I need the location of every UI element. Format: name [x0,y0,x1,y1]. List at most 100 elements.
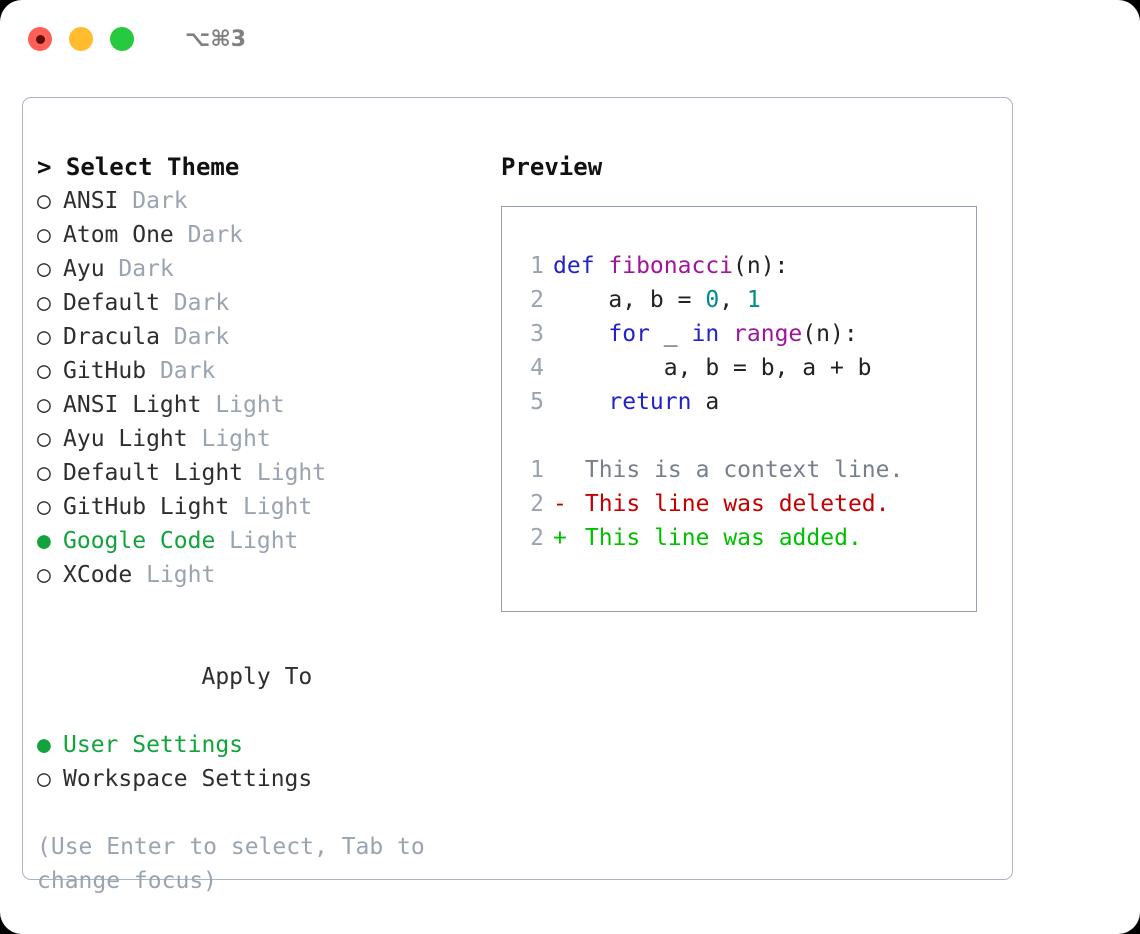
theme-item-github-light[interactable]: ○GitHub Light Light [37,490,507,524]
theme-item-kind: Light [215,392,285,418]
code-token-kw: return [553,389,692,415]
line-number: 3 [530,321,544,347]
radio-unselected-icon: ○ [37,426,51,452]
apply-to-header-label: Apply To [201,664,313,690]
theme-item-ayu[interactable]: ○Ayu Dark [37,252,507,286]
main-panel: > Select Theme ○ANSI Dark○Atom One Dark○… [22,97,1013,894]
theme-item-kind: Dark [159,358,216,384]
line-number: 1 [530,457,544,483]
apply-to-item-label: User Settings [63,732,244,758]
diff-gap [518,419,976,453]
diff-sample: 1 This is a context line.2- This line wa… [518,453,976,555]
theme-item-kind: Dark [173,324,230,350]
theme-item-kind: Light [243,494,313,520]
line-number: 5 [530,389,544,415]
radio-unselected-icon: ○ [37,766,51,792]
line-number: 2 [530,491,544,517]
panel-columns: > Select Theme ○ANSI Dark○Atom One Dark○… [23,98,1012,894]
theme-item-kind: Dark [132,188,188,214]
code-line: 5 return a [518,385,976,419]
theme-item-label: GitHub [63,358,160,384]
diff-sign: - [553,491,567,517]
minimize-button[interactable] [69,27,93,51]
apply-to-item-user-settings[interactable]: ● User Settings [37,728,507,762]
theme-item-label: Ayu Light [63,426,202,452]
code-token-pl [719,321,733,347]
radio-selected-icon: ● [37,528,51,554]
theme-item-label: Google Code [63,528,230,554]
theme-item-default[interactable]: ○Default Dark [37,286,507,320]
theme-item-xcode[interactable]: ○XCode Light [37,558,507,592]
theme-item-kind: Light [146,562,216,588]
diff-line: 2 + This line was added. [518,521,976,555]
radio-selected-icon: ● [37,732,51,758]
line-number: 1 [530,253,544,279]
code-token-fn: fibonacci [608,253,734,279]
theme-item-dracula[interactable]: ○Dracula Dark [37,320,507,354]
radio-unselected-icon: ○ [37,392,51,418]
radio-unselected-icon: ○ [37,460,51,486]
theme-item-kind: Dark [187,222,244,248]
traffic-lights [28,27,134,51]
code-token-kw: def [553,253,609,279]
keyboard-hint: (Use Enter to select, Tab to change focu… [37,834,439,894]
diff-text: This line was added. [571,525,862,551]
apply-to-item-workspace-settings[interactable]: ○Workspace Settings [37,762,507,796]
line-number: 2 [530,525,544,551]
theme-item-ayu-light[interactable]: ○ Ayu Light Light [37,422,507,456]
theme-item-label: Atom One [63,222,188,248]
apply-to-header: Apply To [37,626,507,728]
radio-unselected-icon: ○ [37,290,51,316]
code-token-pl: _ [649,321,692,347]
code-token-pl: , [719,287,747,313]
code-token-pl: a [691,389,720,415]
close-button[interactable] [28,27,52,51]
theme-item-kind: Dark [173,290,230,316]
diff-line: 1 This is a context line. [518,453,976,487]
code-token-kw: in [691,321,720,347]
code-token-pl: (n): [802,321,858,347]
theme-item-github[interactable]: ○ GitHub Dark [37,354,507,388]
theme-item-google-code[interactable]: ● Google Code Light [37,524,507,558]
theme-list[interactable]: ○ANSI Dark○Atom One Dark○Ayu Dark○Defaul… [37,184,507,592]
radio-unselected-icon: ○ [37,562,51,588]
theme-item-label: Dracula [63,324,174,350]
code-line: 2 a, b = 0, 1 [518,283,976,317]
code-token-kw: for [553,321,650,347]
radio-unselected-icon: ○ [37,188,51,214]
preview-title: Preview [501,153,603,181]
radio-unselected-icon: ○ [37,358,51,384]
code-token-pl: a, b = b, a + b [553,355,872,381]
radio-unselected-icon: ○ [37,256,51,282]
theme-item-kind: Dark [118,256,174,282]
radio-unselected-icon: ○ [37,222,51,248]
diff-sign: + [553,525,567,551]
theme-item-kind: Light [256,460,327,486]
maximize-button[interactable] [110,27,134,51]
keyboard-shortcut-label: ⌥⌘3 [185,26,247,52]
title-bar: ⌥⌘3 [0,0,1140,78]
theme-item-atom-one[interactable]: ○ Atom One Dark [37,218,507,252]
code-token-pl: a, b = [553,287,706,313]
theme-item-label: ANSI [63,188,133,214]
diff-text: This line was deleted. [571,491,890,517]
code-line: 3 for _ in range(n): [518,317,976,351]
line-number: 4 [530,355,544,381]
apply-to-list[interactable]: ● User Settings ○Workspace Settings [37,728,507,796]
diff-text: This is a context line. [571,457,904,483]
theme-item-label: Default Light [63,460,257,486]
theme-picker-column: > Select Theme ○ANSI Dark○Atom One Dark○… [37,150,507,898]
theme-item-ansi[interactable]: ○ ANSI Dark [37,184,507,218]
code-token-fn: range [733,321,803,347]
line-number: 2 [530,287,544,313]
theme-item-ansi-light[interactable]: ○ANSI Light Light [37,388,507,422]
theme-item-kind: Light [201,426,271,452]
theme-item-default-light[interactable]: ○ Default Light Light [37,456,507,490]
theme-item-kind: Light [229,528,299,554]
diff-line: 2- This line was deleted. [518,487,976,521]
